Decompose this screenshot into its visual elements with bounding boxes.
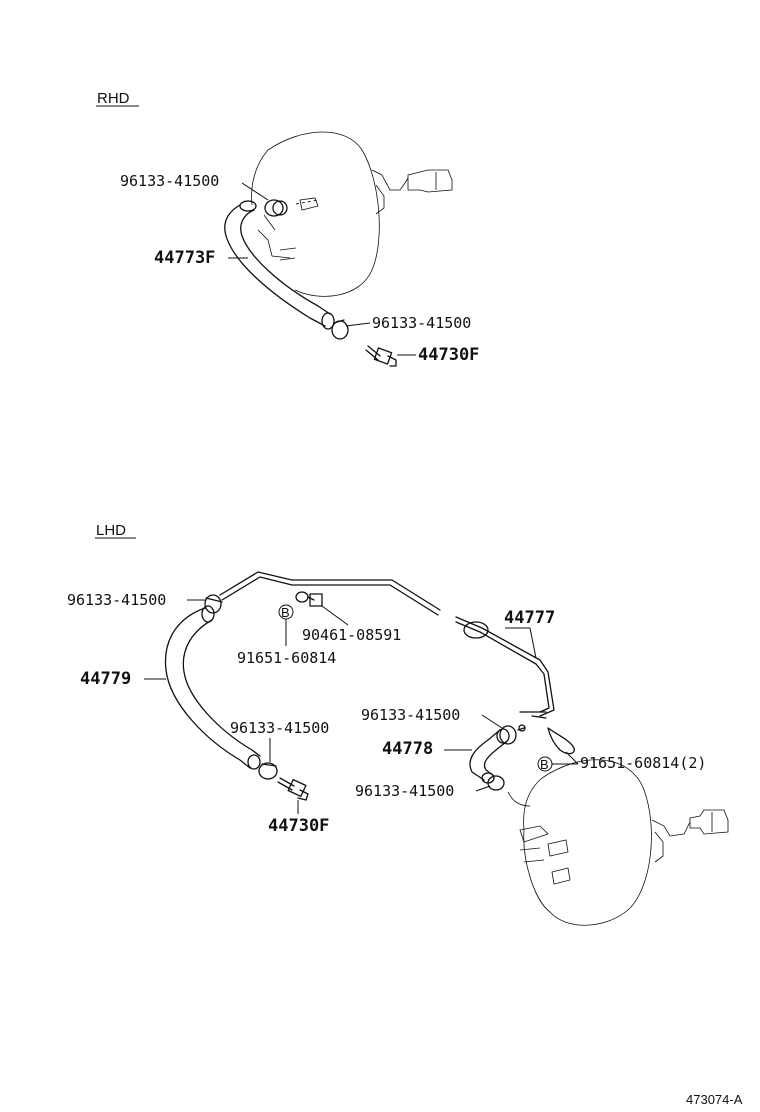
lhd-hose-left-label: 44779: [80, 669, 131, 689]
lhd-clamp-right-bottom-leader: [475, 785, 491, 792]
rhd-clamp-bottom: [331, 319, 349, 340]
lhd-check-valve: [277, 777, 309, 801]
rhd-clamp-bottom-label: 96133-41500: [372, 314, 471, 332]
lhd-bolt-label: 91651-60814: [237, 649, 336, 667]
lhd-section: LHD: [67, 522, 729, 926]
lhd-pipe-label: 44777: [504, 608, 555, 628]
lhd-clamp-right-bottom-label: 96133-41500: [355, 782, 454, 800]
lhd-clamp-left-bottom-label: 96133-41500: [230, 719, 329, 737]
rhd-clamp-top-leader: [241, 182, 269, 201]
lhd-clamp-left-bottom: [258, 762, 278, 780]
lhd-brake-booster: [507, 759, 729, 926]
rhd-brake-booster: [251, 131, 453, 297]
lhd-bolt-right-label: 91651-60814(2): [580, 754, 706, 772]
lhd-hose-right-label: 44778: [382, 739, 433, 759]
lhd-clamp-left-top: [204, 594, 223, 614]
lhd-bolt-marker-letter: B: [281, 605, 290, 620]
lhd-bolt-right-leader-tail: [565, 751, 579, 765]
lhd-pipe-leader: [529, 627, 537, 659]
lhd-hose-left: [164, 605, 261, 770]
lhd-clamp-bracket: [295, 591, 323, 607]
lhd-clamp-bracket-label: 90461-08591: [302, 626, 401, 644]
figure-reference: 473074-A: [686, 1092, 743, 1107]
rhd-hose: [224, 200, 335, 330]
rhd-clamp-top: [264, 199, 288, 217]
rhd-clamp-bottom-leader: [345, 322, 371, 327]
lhd-clamp-right-top-leader: [481, 714, 503, 729]
rhd-heading: RHD: [97, 90, 130, 107]
lhd-clamp-left-top-label: 96133-41500: [67, 591, 166, 609]
rhd-check-valve: [365, 345, 397, 367]
lhd-check-valve-label: 44730F: [268, 816, 329, 836]
lhd-clamp-right-top-label: 96133-41500: [361, 706, 460, 724]
lhd-hose-right: [469, 728, 510, 784]
lhd-clamp-right-bottom: [487, 775, 505, 791]
rhd-section: RHD: [96, 90, 479, 367]
lhd-clamp-bracket-leader: [321, 605, 349, 626]
lhd-bolt-right-marker-letter: B: [540, 757, 549, 772]
lhd-pipe: [219, 571, 575, 755]
lhd-heading: LHD: [96, 522, 126, 539]
rhd-clamp-top-label: 96133-41500: [120, 172, 219, 190]
rhd-check-valve-label: 44730F: [418, 345, 479, 365]
rhd-hose-label: 44773F: [154, 248, 215, 268]
lhd-clamp-right-top: [499, 724, 526, 745]
